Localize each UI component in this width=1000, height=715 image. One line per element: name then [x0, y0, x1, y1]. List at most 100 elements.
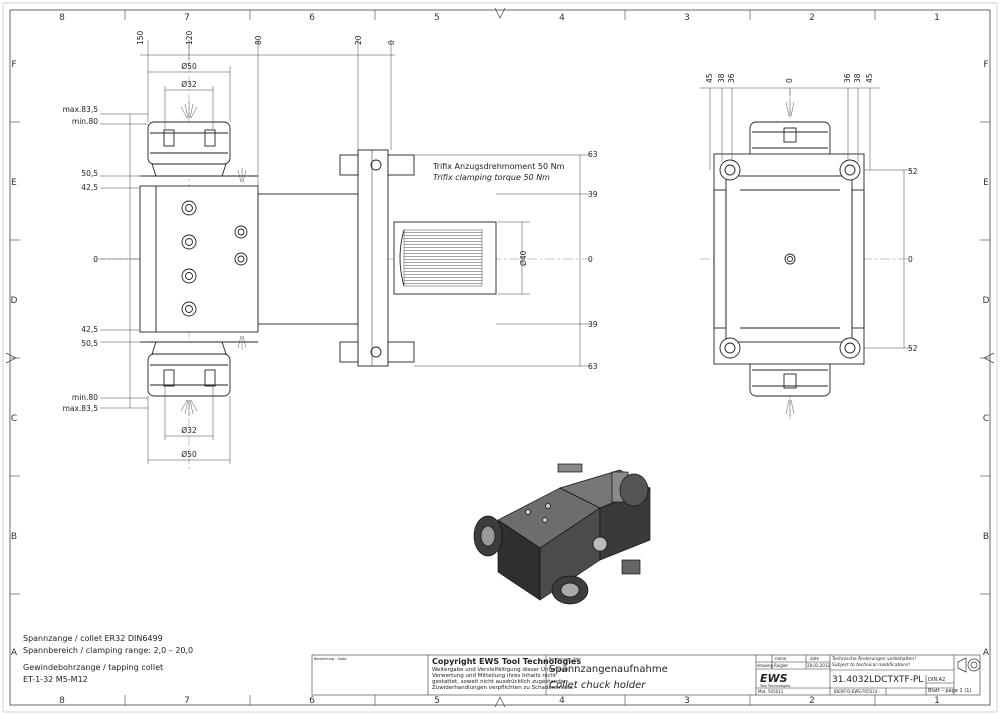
- front-flange: [357, 149, 389, 367]
- row-label: C: [11, 414, 17, 424]
- name-header: name: [775, 656, 787, 661]
- dim-425-bottom: 42,5: [81, 325, 98, 334]
- ruler-labels-bottom: 8 7 6 5 4 3 2 1: [59, 696, 940, 706]
- dim-52-top: 52: [908, 167, 918, 176]
- row-label: B: [983, 532, 989, 542]
- col-label: 8: [59, 696, 65, 706]
- row-label: A: [983, 648, 990, 658]
- dim-min80-bottom: min.80: [72, 393, 98, 402]
- dim-120: 120: [185, 30, 194, 45]
- row-label: F: [983, 60, 988, 70]
- dim-39-top: 39: [588, 190, 598, 199]
- ruler-ticks: [10, 10, 990, 705]
- col-label: 4: [559, 13, 565, 23]
- row-label: E: [11, 178, 17, 188]
- dim-36-left: 36: [727, 73, 736, 83]
- side-view: [700, 90, 910, 420]
- dim-min80-top: min.80: [72, 117, 98, 126]
- dim-52-bottom: 52: [908, 344, 918, 353]
- front-dimension-text: 150 120 80 20 0 Ø50 Ø32 Ø32 Ø50 max.83,5…: [63, 30, 598, 459]
- row-label: E: [983, 178, 989, 188]
- row-label: D: [983, 296, 990, 306]
- copyright-title: Copyright EWS Tool Technologies: [432, 657, 581, 666]
- col-label: 5: [434, 696, 440, 706]
- ident-number: IDENT-D-EWS-TR5514 -: [834, 689, 881, 694]
- changes-en: Subject to technical modifications!: [832, 662, 910, 668]
- changes-de: Technische Änderungen vorbehalten!: [831, 655, 916, 662]
- dim-425-top: 42,5: [81, 183, 98, 192]
- dim-38-left: 38: [717, 73, 726, 83]
- cap-screws: [181, 200, 248, 317]
- title-label: Benennung – Title: [549, 657, 581, 661]
- dim-d32-bottom: Ø32: [181, 426, 197, 435]
- row-label: C: [983, 414, 989, 424]
- dim-45-right: 45: [865, 73, 874, 83]
- drawing-date: 28.02.2012: [807, 663, 830, 668]
- dim-0-top: 0: [387, 40, 396, 45]
- ruler-labels-right: F E D C B A: [983, 60, 990, 658]
- dim-39-bottom: 39: [588, 320, 598, 329]
- dim-505-bottom: 50,5: [81, 339, 98, 348]
- copyright-line: gestattet, soweit nicht ausdrücklich zug…: [432, 679, 570, 685]
- dim-63-bottom: 63: [588, 362, 598, 371]
- row-label: B: [11, 532, 17, 542]
- copyright-line: Verwertung und Mitteilung ihres Inhalts …: [432, 673, 557, 679]
- col-label: 2: [809, 13, 815, 23]
- col-label: 7: [184, 13, 190, 23]
- paper-format: DIN A2: [928, 677, 945, 683]
- copyright-line: Zuwiderhandlungen verpflichten zu Schade…: [432, 685, 574, 691]
- dim-d40: Ø40: [519, 250, 528, 266]
- col-label: 7: [184, 696, 190, 706]
- isometric-view: [473, 463, 651, 605]
- projection-symbol-icon: [957, 657, 981, 673]
- side-dimension-text: 45 38 36 0 36 38 45 52 0 52: [705, 73, 918, 353]
- dim-45-left: 45: [705, 73, 714, 83]
- side-dimension-lines: [700, 87, 912, 349]
- torque-note-de: Trifix Anzugsdrehmoment 50 Nm: [432, 162, 565, 171]
- ews-logo-sub: Tool Technologies: [759, 684, 791, 688]
- copyright-line: Weitergabe und Vervielfältigung dieser U…: [432, 667, 570, 673]
- dim-150: 150: [136, 30, 145, 45]
- ruler-labels-top: 8 7 6 5 4 3 2 1: [59, 13, 940, 23]
- collet-notes: Spannzange / collet ER32 DIN6499 Spannbe…: [23, 634, 193, 684]
- col-label: 3: [684, 13, 690, 23]
- note-tapping: Gewindebohrzange / tapping collet: [23, 663, 163, 672]
- dim-505-top: 50,5: [81, 169, 98, 178]
- note-range: Spannbereich / clamping range: 2,0 – 20,…: [23, 646, 193, 655]
- col-label: 5: [434, 13, 440, 23]
- front-dimension-lines: [100, 40, 590, 464]
- ews-logo: EWS: [760, 672, 788, 685]
- note-collet: Spannzange / collet ER32 DIN6499: [23, 634, 163, 643]
- centering-marks: [5, 7, 995, 708]
- dim-max835-bottom: max.83,5: [63, 404, 99, 413]
- dim-0-left: 0: [93, 255, 98, 264]
- title-en: Collet chuck holder: [549, 680, 646, 691]
- material-no: Mat. 505011: [758, 689, 784, 694]
- dim-0-right: 0: [588, 255, 593, 264]
- torque-note-en: Trifix clamping torque 50 Nm: [433, 173, 550, 182]
- drawing-name: Ruigler: [774, 663, 788, 668]
- dim-d50-top: Ø50: [181, 62, 197, 71]
- ruler-labels-left: F E D C B A: [11, 60, 18, 658]
- col-label: 1: [934, 696, 940, 706]
- remarks-label: Bemerkung – Note: [314, 657, 346, 661]
- title-de: Spannzangenaufnahme: [549, 664, 668, 675]
- dim-0-side-right: 0: [908, 255, 913, 264]
- note-tapping-range: ET-1-32 M5-M12: [23, 675, 88, 684]
- dim-20: 20: [354, 35, 363, 45]
- front-view: [95, 40, 590, 470]
- lower-collet-nut: [147, 341, 231, 397]
- dim-80: 80: [254, 35, 263, 45]
- dim-d32-top: Ø32: [181, 80, 197, 89]
- row-label: A: [11, 648, 18, 658]
- col-label: 6: [309, 13, 315, 23]
- upper-collet-nut: [147, 121, 231, 177]
- dim-63-top: 63: [588, 150, 598, 159]
- dim-0-side: 0: [785, 78, 794, 83]
- title-block-text: Bemerkung – Note Copyright EWS Tool Tech…: [314, 655, 971, 694]
- col-label: 3: [684, 696, 690, 706]
- col-label: 2: [809, 696, 815, 706]
- row-label: F: [11, 60, 16, 70]
